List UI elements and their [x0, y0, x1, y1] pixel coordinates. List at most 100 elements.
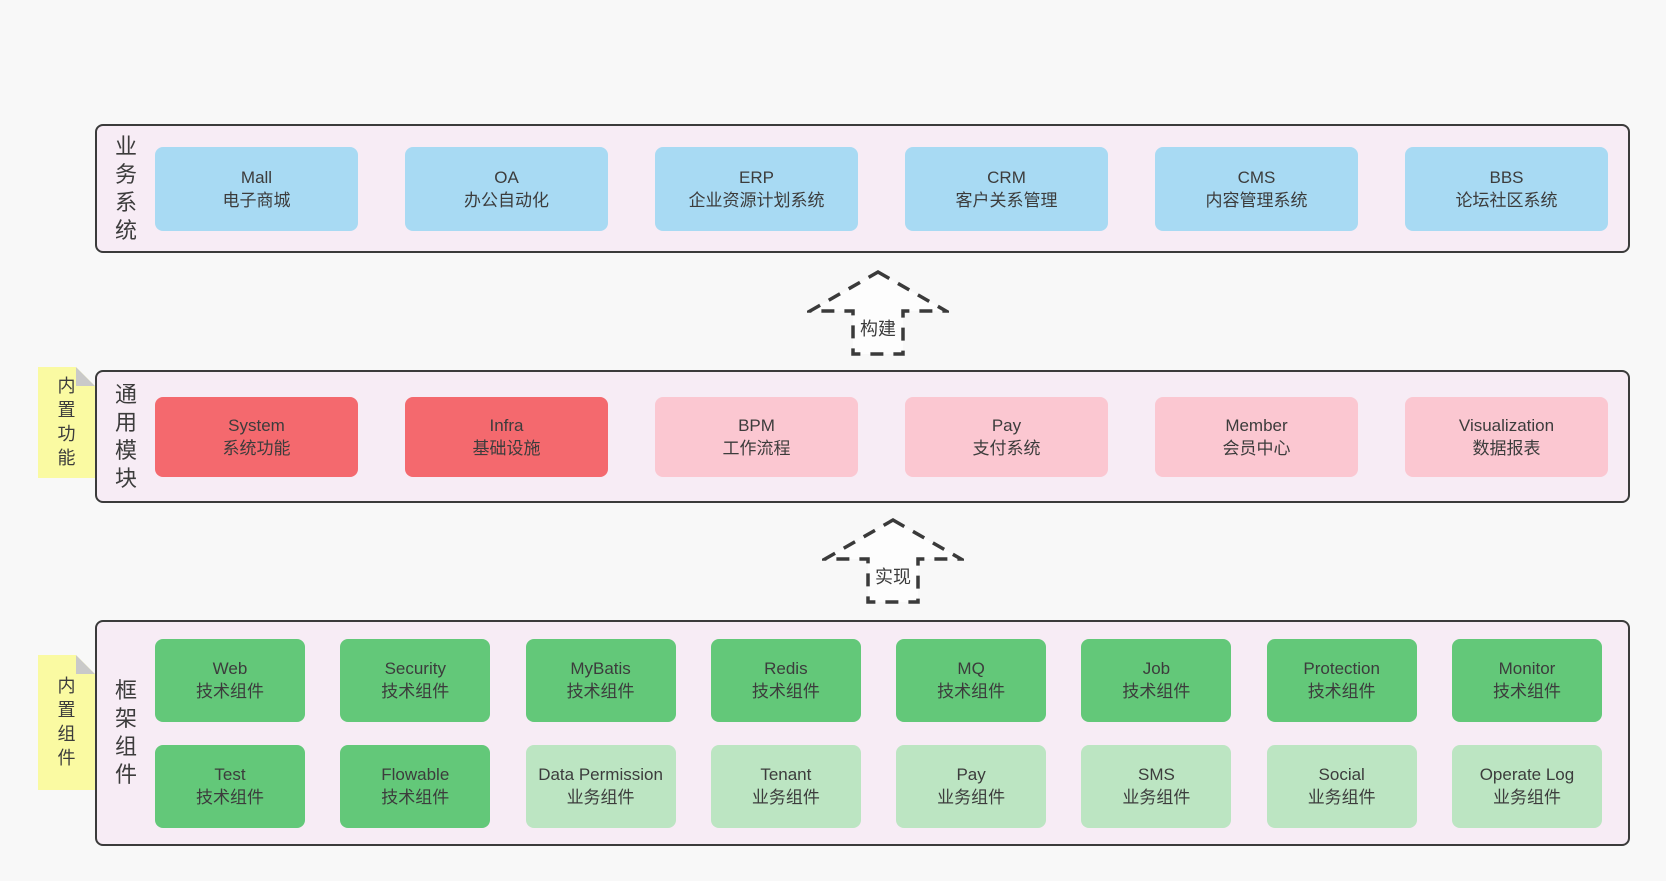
arrow-build: 构建	[807, 269, 949, 357]
module-box-job: Job 技术组件	[1081, 638, 1232, 722]
module-box-bpm: BPM 工作流程	[655, 396, 858, 477]
module-box-flowable: Flowable 技术组件	[340, 744, 491, 828]
box-title: OA	[494, 167, 519, 187]
box-subtitle: 技术组件	[1122, 682, 1191, 701]
box-title: Web	[212, 659, 248, 678]
box-subtitle: 技术组件	[1492, 682, 1561, 701]
box-title: Operate Log	[1479, 765, 1575, 784]
box-subtitle: 办公自动化	[464, 190, 549, 210]
box-title: Monitor	[1498, 659, 1556, 678]
box-title: Social	[1318, 765, 1365, 784]
box-subtitle: 技术组件	[566, 682, 635, 701]
module-box-pay: Pay 支付系统	[905, 396, 1108, 477]
box-title: CRM	[987, 167, 1026, 187]
box-subtitle: 技术组件	[196, 788, 264, 807]
up-arrow-icon	[807, 269, 949, 356]
box-subtitle: 业务组件	[1122, 788, 1191, 807]
sticky-note-label: 内置组件	[57, 676, 76, 768]
folded-corner-icon	[76, 367, 95, 386]
box-subtitle: 企业资源计划系统	[688, 190, 825, 210]
box-title: System	[228, 415, 285, 435]
box-title: Job	[1142, 659, 1171, 678]
module-box-protection: Protection 技术组件	[1266, 638, 1417, 722]
sticky-note-builtin-components: 内置组件	[38, 655, 95, 790]
module-box-oa: OA 办公自动化	[405, 146, 608, 231]
sticky-note-builtin-features: 内置功能	[38, 367, 95, 478]
module-box-redis: Redis 技术组件	[710, 638, 861, 722]
box-title: BBS	[1489, 167, 1524, 187]
section-business-systems: 业务系统 Mall 电子商城 OA 办公自动化 ERP 企业资源计划系统 CRM 客户关系管理…	[95, 124, 1630, 253]
box-title: Data Permission	[538, 765, 663, 784]
module-box-test: Test 技术组件	[155, 744, 305, 828]
box-subtitle: 业务组件	[937, 788, 1006, 807]
module-box-web: Web 技术组件	[155, 638, 305, 722]
module-box-operate-log: Operate Log 业务组件	[1451, 744, 1602, 828]
box-title: Member	[1225, 415, 1288, 435]
box-title: Flowable	[381, 765, 450, 784]
box-subtitle: 论坛社区系统	[1455, 190, 1558, 210]
box-subtitle: 技术组件	[196, 682, 264, 701]
box-title: Infra	[489, 415, 524, 435]
box-title: Security	[384, 659, 446, 678]
box-subtitle: 客户关系管理	[955, 190, 1058, 210]
section-side-label: 通用模块	[97, 372, 155, 501]
box-subtitle: 技术组件	[937, 682, 1006, 701]
box-title: Tenant	[760, 765, 812, 784]
section-side-label-text: 业务系统	[114, 133, 137, 243]
box-subtitle: 业务组件	[1307, 788, 1376, 807]
section-side-label-text: 通用模块	[114, 381, 137, 491]
arrow-implement: 实现	[822, 517, 964, 605]
box-subtitle: 基础设施	[472, 438, 541, 458]
box-subtitle: 业务组件	[751, 788, 820, 807]
box-title: CMS	[1237, 167, 1276, 187]
section-side-label: 业务系统	[97, 126, 155, 251]
box-subtitle: 工作流程	[722, 438, 791, 458]
module-box-crm: CRM 客户关系管理	[905, 146, 1108, 231]
box-subtitle: 支付系统	[972, 438, 1041, 458]
box-title: ERP	[739, 167, 774, 187]
box-title: BPM	[738, 415, 775, 435]
section-side-label-text: 框架组件	[114, 678, 137, 787]
box-title: Test	[214, 765, 246, 784]
up-arrow-icon	[822, 517, 964, 604]
module-box-tenant: Tenant 业务组件	[710, 744, 861, 828]
module-box-monitor: Monitor 技术组件	[1451, 638, 1602, 722]
box-title: Mall	[240, 167, 273, 187]
box-title: Protection	[1303, 659, 1380, 678]
module-box-cms: CMS 内容管理系统	[1155, 146, 1358, 231]
box-subtitle: 数据报表	[1472, 438, 1541, 458]
module-box-mq: MQ 技术组件	[896, 638, 1047, 722]
box-subtitle: 技术组件	[381, 682, 450, 701]
section-side-label: 框架组件	[97, 622, 155, 844]
box-subtitle: 技术组件	[381, 788, 450, 807]
module-box-erp: ERP 企业资源计划系统	[655, 146, 858, 231]
arrow-label: 实现	[873, 563, 913, 589]
module-box-social: Social 业务组件	[1266, 744, 1417, 828]
box-subtitle: 技术组件	[751, 682, 820, 701]
box-title: Redis	[764, 659, 808, 678]
arrow-label: 构建	[858, 315, 898, 341]
box-title: Pay	[991, 415, 1022, 435]
box-subtitle: 技术组件	[1307, 682, 1376, 701]
sticky-note-label: 内置功能	[57, 376, 76, 468]
box-subtitle: 电子商城	[222, 190, 291, 210]
business-box-row: Mall 电子商城 OA 办公自动化 ERP 企业资源计划系统 CRM 客户关系管理 CMS 内容…	[155, 126, 1628, 251]
module-box-sms: SMS 业务组件	[1081, 744, 1232, 828]
box-subtitle: 内容管理系统	[1205, 190, 1308, 210]
module-box-bbs: BBS 论坛社区系统	[1405, 146, 1608, 231]
module-box-infra: Infra 基础设施	[405, 396, 608, 477]
box-title: MQ	[957, 659, 985, 678]
module-box-mall: Mall 电子商城	[155, 146, 358, 231]
folded-corner-icon	[76, 655, 95, 674]
box-title: SMS	[1137, 765, 1175, 784]
box-subtitle: 业务组件	[1492, 788, 1561, 807]
